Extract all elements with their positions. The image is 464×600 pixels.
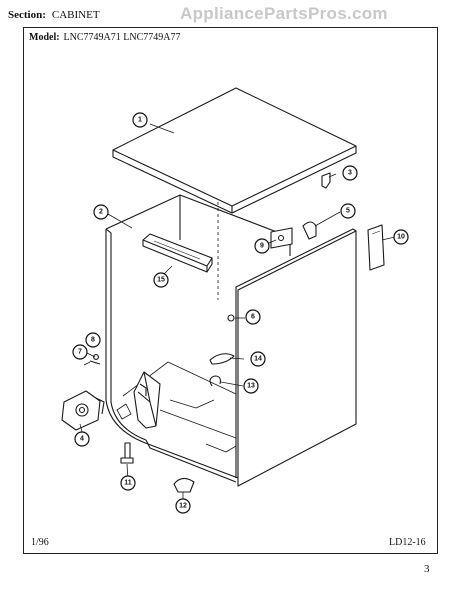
grommet-part: [227, 314, 235, 322]
leveling-leg-part: [120, 442, 134, 464]
callout-10: 10: [393, 229, 409, 245]
svg-text:11: 11: [124, 480, 132, 487]
model-label: Model:: [29, 32, 60, 43]
callout-4: 4: [74, 431, 90, 447]
callout-12: 12: [175, 498, 191, 514]
hook-clip-part: [209, 375, 221, 387]
clip-part: [302, 221, 317, 240]
svg-text:2: 2: [99, 209, 103, 216]
diagram-frame: [23, 27, 438, 554]
svg-text:12: 12: [179, 503, 187, 510]
callout-3: 3: [342, 165, 358, 181]
cover-plate-part: [367, 224, 385, 271]
svg-text:3: 3: [348, 170, 352, 177]
callout-5: 5: [340, 203, 356, 219]
revision-date: 1/96: [31, 537, 49, 548]
svg-text:14: 14: [254, 356, 262, 363]
top-panel-part: [112, 87, 357, 214]
mounting-plate-part: [270, 227, 293, 249]
svg-text:6: 6: [251, 314, 255, 321]
callout-14: 14: [250, 351, 266, 367]
rear-foot-part: [173, 477, 195, 493]
callout-11: 11: [120, 475, 136, 491]
wire-clamp-part: [209, 353, 235, 365]
svg-text:4: 4: [80, 436, 84, 443]
callout-7: 7: [72, 344, 88, 360]
svg-text:10: 10: [397, 234, 405, 241]
model-line: Model:LNC7749A71 LNC7749A77: [29, 32, 181, 43]
svg-text:15: 15: [157, 277, 165, 284]
callout-9: 9: [254, 238, 270, 254]
model-numbers: LNC7749A71 LNC7749A77: [63, 32, 181, 43]
page-number: 3: [424, 563, 430, 575]
callout-2: 2: [93, 204, 109, 220]
washer-part: [93, 354, 99, 360]
svg-text:5: 5: [346, 208, 350, 215]
document-reference: LD12-16: [389, 537, 426, 548]
section-label: Section:: [8, 9, 46, 21]
callout-13: 13: [243, 378, 259, 394]
leader-lines: [79, 123, 396, 501]
front-rail-part: [142, 233, 213, 273]
motor-mount-part: [61, 390, 105, 431]
svg-text:8: 8: [91, 337, 95, 344]
section-value: CABINET: [51, 9, 100, 21]
cabinet-body-part: [105, 194, 357, 487]
svg-text:9: 9: [260, 243, 264, 250]
svg-text:1: 1: [138, 117, 142, 124]
screw-part: [89, 360, 101, 365]
callout-6: 6: [245, 309, 261, 325]
site-watermark: AppliancePartsPros.com: [180, 4, 388, 23]
hinge-bracket-part: [321, 172, 331, 189]
rear-support-bracket: [133, 371, 161, 429]
callout-15: 15: [153, 272, 169, 288]
section-heading: Section: CABINET: [8, 9, 100, 21]
svg-text:13: 13: [247, 383, 255, 390]
svg-text:7: 7: [78, 349, 82, 356]
callout-1: 1: [132, 112, 148, 128]
callout-8: 8: [85, 332, 101, 348]
